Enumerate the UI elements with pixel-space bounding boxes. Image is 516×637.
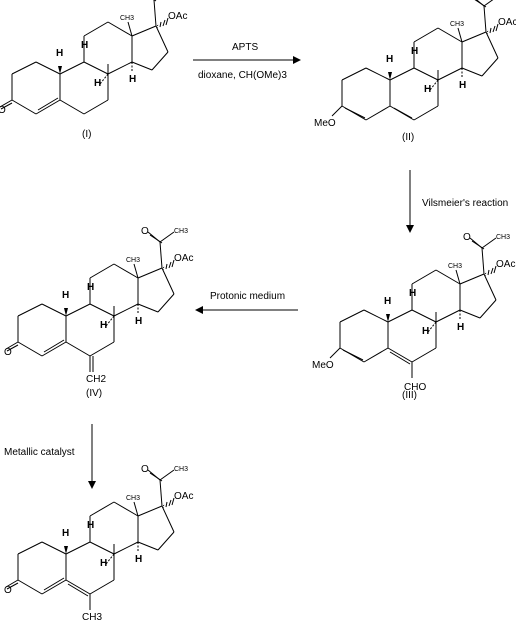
oac-group: OAc: [168, 11, 187, 22]
acetyl-oxygen: O: [141, 226, 149, 237]
compound-final: O CH3 H H H H CH3 OAc O CH3: [4, 464, 193, 623]
step-2-reagent: Vilsmeier's reaction: [422, 198, 508, 209]
h-c10: H: [62, 290, 69, 301]
compound-ii: MeO H H H H CH3 OAc O CH3: [314, 0, 516, 129]
label-iv: (IV): [86, 388, 102, 399]
h-c8: H: [409, 288, 416, 299]
h-c14: H: [459, 80, 466, 91]
h-c10: H: [62, 528, 69, 539]
h-c8: H: [87, 282, 94, 293]
ketone-oxygen: O: [4, 585, 12, 596]
label-ii: (II): [402, 132, 414, 143]
acetyl-oxygen: O: [465, 0, 473, 1]
acetyl-methyl: CH3: [174, 228, 188, 235]
methyl-c13: CH3: [448, 263, 462, 270]
label-iii: (III): [402, 390, 417, 401]
h-c9: H: [100, 558, 107, 569]
h-c9: H: [100, 320, 107, 331]
h-c8: H: [411, 46, 418, 57]
h-c14: H: [129, 74, 136, 85]
acetyl-methyl: CH3: [174, 466, 188, 473]
h-c10: H: [56, 48, 63, 59]
methyl-c6: CH3: [82, 612, 102, 623]
h-c8: H: [87, 520, 94, 531]
h-c10: H: [384, 296, 391, 307]
h-c8: H: [81, 40, 88, 51]
step-3-reagent: Protonic medium: [210, 291, 285, 302]
acetyl-oxygen: O: [463, 232, 471, 243]
step-1-conditions: dioxane, CH(OMe)3: [198, 70, 287, 81]
methyl-c13: CH3: [120, 15, 134, 22]
oac-group: OAc: [174, 253, 193, 264]
methylene-group: CH2: [86, 374, 106, 385]
h-c9: H: [94, 78, 101, 89]
step-1-reagent: APTS: [232, 42, 258, 53]
label-i: (I): [82, 129, 91, 140]
step-4-reagent: Metallic catalyst: [4, 447, 75, 458]
compound-iii: MeO CHO H H H H CH3 OAc O CH3: [312, 232, 515, 393]
ketone-oxygen: O: [0, 105, 6, 116]
compound-i: O H H H H CH3 OAc O CH3: [0, 0, 187, 116]
oac-group: OAc: [496, 259, 515, 270]
acetyl-oxygen: O: [141, 464, 149, 475]
h-c14: H: [135, 554, 142, 565]
ketone-oxygen: O: [4, 347, 12, 358]
methoxy-group: MeO: [312, 360, 334, 371]
methyl-c13: CH3: [126, 257, 140, 264]
oac-group: OAc: [174, 491, 193, 502]
h-c9: H: [424, 84, 431, 95]
oac-group: OAc: [498, 17, 516, 28]
h-c14: H: [457, 322, 464, 333]
h-c10: H: [386, 54, 393, 65]
aldehyde-group: CHO: [404, 382, 426, 393]
methyl-c13: CH3: [126, 495, 140, 502]
compound-iv: O CH2 H H H H CH3 OAc O CH3: [4, 226, 193, 385]
methoxy-group: MeO: [314, 118, 336, 129]
acetyl-methyl: CH3: [496, 234, 510, 241]
h-c14: H: [135, 316, 142, 327]
methyl-c13: CH3: [450, 21, 464, 28]
h-c9: H: [422, 326, 429, 337]
